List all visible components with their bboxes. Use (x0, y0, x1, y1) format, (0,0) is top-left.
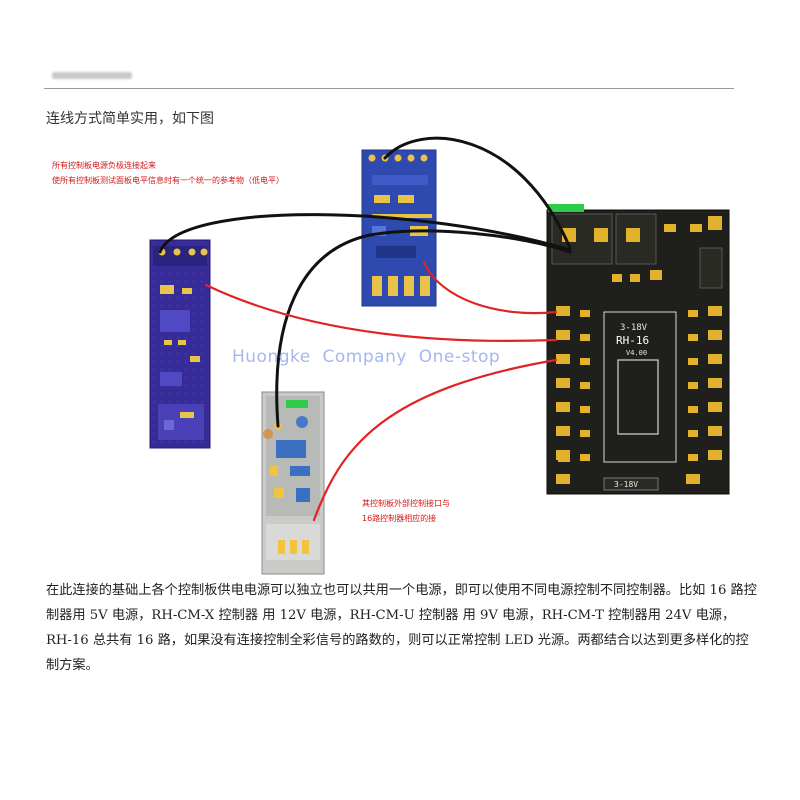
main-board-version-label: V4.00 (626, 349, 647, 357)
body-paragraph: 在此连接的基础上各个控制板供电电源可以独立也可以共用一个电源，即可以使用不同电源… (46, 583, 757, 673)
signal-wire-purple (204, 283, 558, 342)
intro-text: 连线方式简单实用，如下图 (46, 111, 214, 127)
note-signal-line-1: 其控制板外部控制接口与 (362, 499, 450, 508)
signal-wire-white (312, 358, 558, 522)
note-ground-line-1: 所有控制板电源负极连接起来 (52, 161, 156, 170)
blue-controller-board (361, 149, 437, 307)
purple-controller-board (149, 239, 211, 449)
ground-wire-blue (383, 136, 572, 250)
signal-wire-blue (422, 260, 558, 315)
ground-wire-white (275, 229, 572, 428)
ground-wire-purple (158, 213, 572, 254)
main-board-model-label: RH-16 (616, 334, 649, 347)
header-rule (44, 88, 734, 89)
note-ground-line-2: 使所有控制板测试面板电平信息时有一个统一的参考物（低电平） (52, 176, 284, 185)
header-left-text (52, 72, 132, 79)
rh16-main-board: 3-18V RH-16 V4.00 3-18V (546, 204, 730, 495)
note-ground: 所有控制板电源负极连接起来 使所有控制板测试面板电平信息时有一个统一的参考物（低… (52, 158, 284, 188)
right-output-pads (688, 306, 722, 461)
main-board-range-label: 3-18V (620, 323, 648, 333)
note-signal: 其控制板外部控制接口与 16路控制器相应的接 (362, 496, 450, 526)
note-signal-line-2: 16路控制器相应的接 (362, 514, 437, 523)
watermark: Huongke Company One-stop (232, 347, 501, 367)
wires (158, 136, 572, 522)
white-controller-board (261, 391, 325, 575)
main-board-bottom-label: 3-18V (614, 480, 638, 489)
